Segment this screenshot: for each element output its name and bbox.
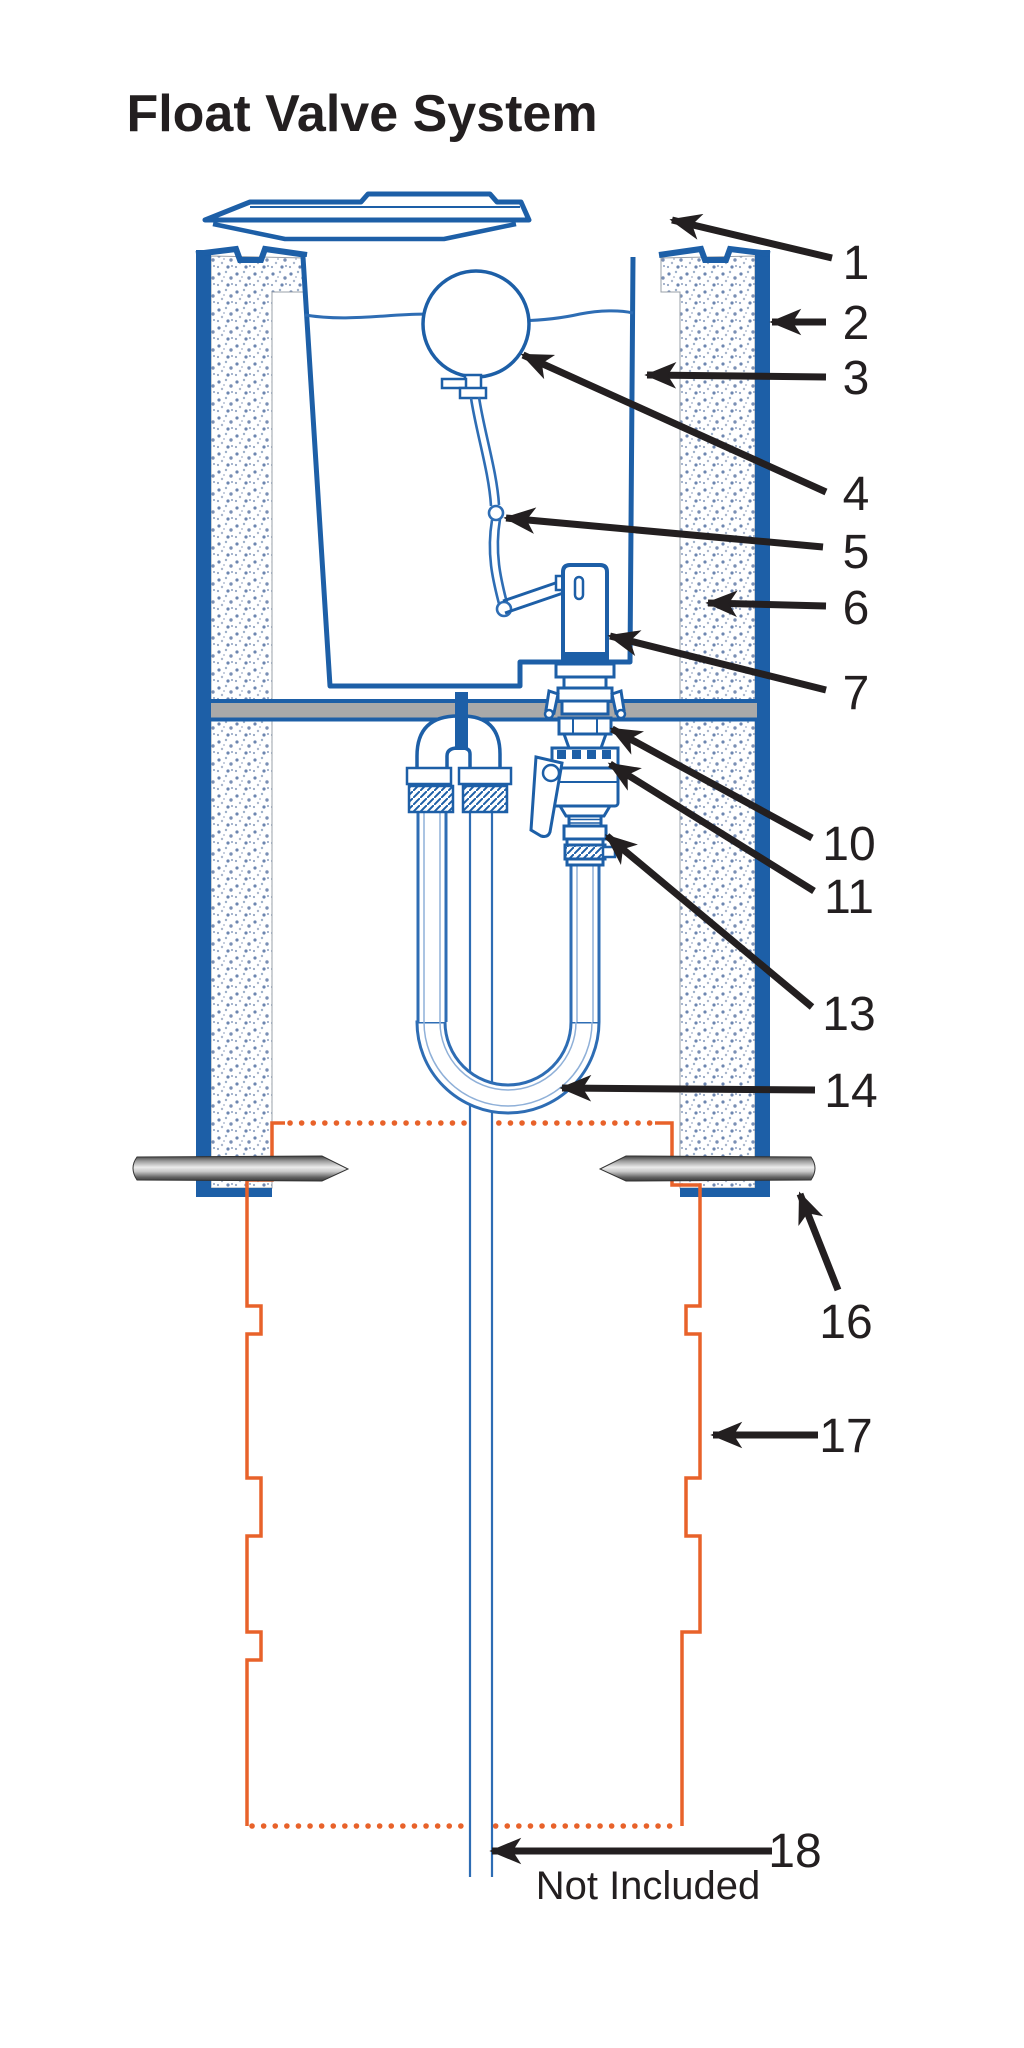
callout-number-6: 6 xyxy=(843,582,870,635)
arrow-5 xyxy=(503,507,824,551)
floor-plate xyxy=(211,699,757,722)
callout-number-16: 16 xyxy=(819,1296,872,1349)
arrow-13 xyxy=(604,833,815,1010)
lever-pivot xyxy=(495,600,513,618)
outer-wall-left xyxy=(196,250,211,1195)
arrow-10 xyxy=(609,725,814,842)
arrow-4 xyxy=(520,351,828,496)
callout-numbers: 1 2 3 4 5 6 7 10 11 13 14 16 17 18 xyxy=(768,237,877,1878)
hose-u-bend xyxy=(415,1020,601,1115)
arrow-11 xyxy=(607,761,816,894)
rod-link-pivot xyxy=(487,504,505,522)
valve-base-flange xyxy=(554,662,616,679)
wall-cap-left xyxy=(195,245,308,263)
elbow-hump xyxy=(405,692,513,814)
arrow-7 xyxy=(607,630,827,694)
callout-number-10: 10 xyxy=(822,818,875,871)
arrow-14 xyxy=(559,1074,816,1102)
well-casing-right-wall xyxy=(655,1121,702,1826)
well-seal-collar-left xyxy=(132,1155,350,1182)
not-included-label: Not Included xyxy=(536,1864,761,1908)
arrow-1 xyxy=(669,213,833,262)
callout-number-3: 3 xyxy=(843,352,870,405)
callout-number-4: 4 xyxy=(843,468,870,521)
arrow-6 xyxy=(705,590,827,618)
callout-number-5: 5 xyxy=(843,526,870,579)
well-casing-left-wall xyxy=(245,1121,285,1826)
hose-compression-fitting-left xyxy=(405,766,455,814)
arrow-3 xyxy=(644,362,827,389)
float-rod xyxy=(469,396,509,605)
pipe-compression-fitting-right xyxy=(457,766,513,814)
float-valve-body xyxy=(554,563,609,668)
outer-wall xyxy=(195,245,771,1197)
callout-number-13: 13 xyxy=(822,988,875,1041)
well-seal-collars xyxy=(132,1155,816,1182)
callout-number-11: 11 xyxy=(824,871,874,924)
float-ball xyxy=(421,269,531,379)
shutoff-valve xyxy=(529,746,620,838)
supply-hose-loop xyxy=(415,810,601,1115)
drop-pipe xyxy=(468,790,494,1877)
arrow-16 xyxy=(796,1191,842,1292)
callout-number-2: 2 xyxy=(843,297,870,350)
callout-number-1: 1 xyxy=(843,237,870,290)
well-seal-collar-right xyxy=(598,1155,816,1182)
callout-number-14: 14 xyxy=(824,1065,877,1118)
callout-arrows xyxy=(489,213,842,1865)
callout-number-17: 17 xyxy=(819,1410,872,1463)
wall-cap-right xyxy=(658,245,771,263)
callout-number-7: 7 xyxy=(843,667,870,720)
coupling-upper xyxy=(557,716,613,750)
floor-pass-through-tab xyxy=(455,692,468,750)
outer-wall-right xyxy=(755,250,770,1195)
page-title: Float Valve System xyxy=(126,85,597,143)
tank-lid xyxy=(202,191,532,242)
camlock-coupling xyxy=(543,686,627,720)
callout-number-18: 18 xyxy=(768,1825,821,1878)
